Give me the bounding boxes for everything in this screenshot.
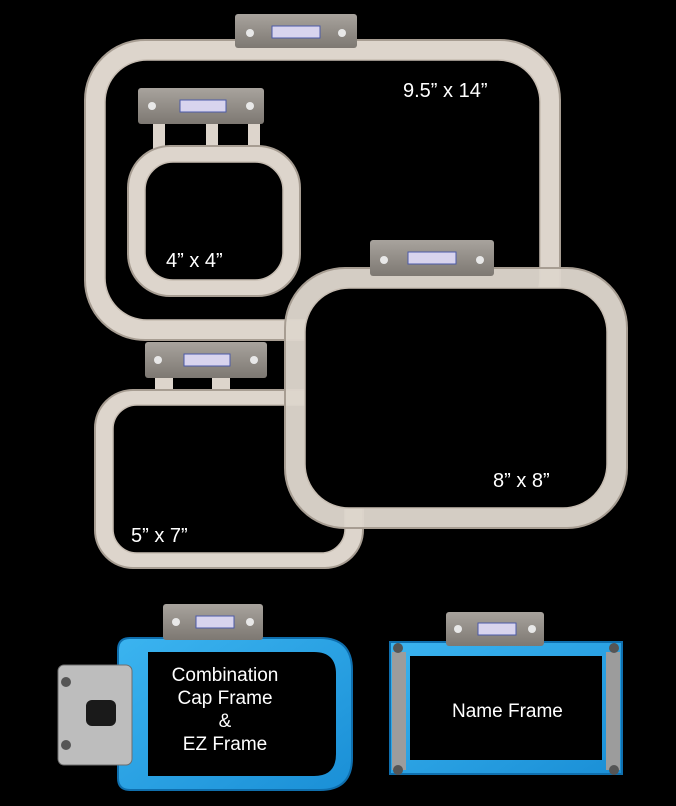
hoop-bracket-icon	[235, 14, 357, 48]
name-frame	[389, 612, 623, 775]
hoop-bracket-icon	[446, 612, 544, 646]
name-frame-label: Name Frame	[452, 701, 563, 722]
hoop-bracket-icon	[370, 240, 494, 276]
screw-icon	[250, 356, 258, 364]
screw-icon	[528, 625, 536, 633]
latch-plate-icon	[57, 664, 133, 766]
combination-line: Combination	[171, 665, 279, 686]
square-hoop	[284, 240, 628, 529]
combination-frame	[57, 604, 353, 791]
small-hoop-label: 4” x 4”	[166, 250, 223, 272]
screw-icon	[609, 643, 619, 653]
square-hoop-label: 8” x 8”	[493, 470, 550, 492]
hoop-bracket-icon	[163, 604, 263, 640]
screw-icon	[148, 102, 156, 110]
screw-icon	[380, 256, 388, 264]
combination-line: EZ Frame	[182, 734, 268, 755]
large-hoop-label: 9.5” x 14”	[403, 80, 488, 102]
screw-icon	[476, 256, 484, 264]
screw-icon	[246, 618, 254, 626]
screw-icon	[154, 356, 162, 364]
screw-icon	[61, 740, 71, 750]
screw-icon	[246, 29, 254, 37]
screw-icon	[393, 765, 403, 775]
hoop-bracket-icon	[145, 342, 267, 378]
combination-line: &	[218, 711, 232, 732]
screw-icon	[393, 643, 403, 653]
screw-icon	[454, 625, 462, 633]
screw-icon	[61, 677, 71, 687]
hoop-bracket-icon	[138, 88, 264, 124]
combination-line: Cap Frame	[177, 688, 273, 709]
screw-icon	[609, 765, 619, 775]
small-hoop	[127, 88, 301, 297]
combination-frame-label: Combination Cap Frame & EZ Frame	[150, 664, 300, 756]
screw-icon	[246, 102, 254, 110]
screw-icon	[338, 29, 346, 37]
medium-hoop-label: 5” x 7”	[131, 525, 188, 547]
screw-icon	[172, 618, 180, 626]
